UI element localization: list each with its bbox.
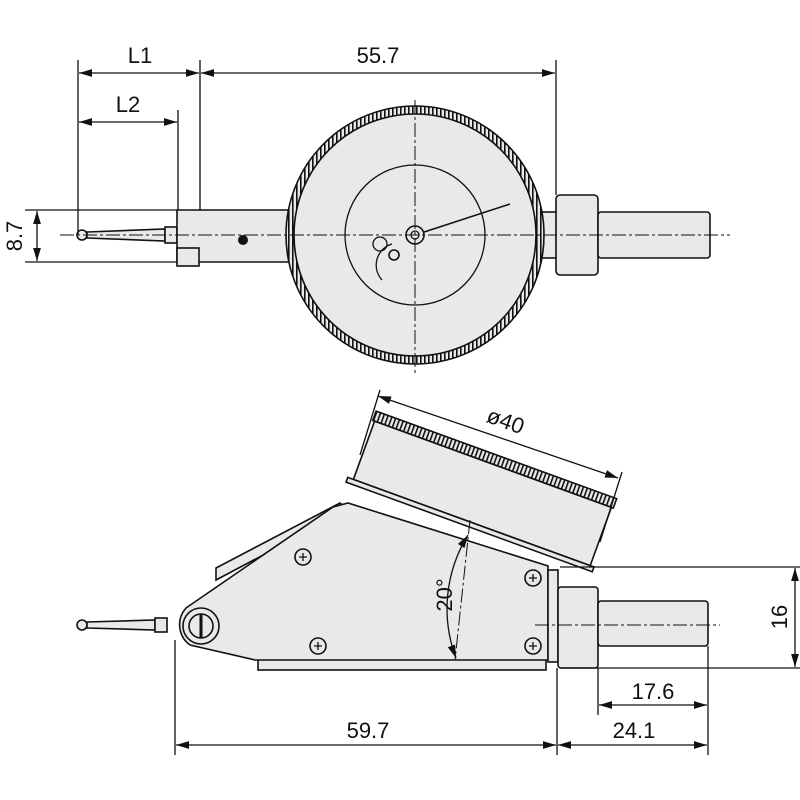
screw-icon: [238, 235, 248, 245]
top-view: L1 55.7 L2 8.7: [2, 43, 730, 375]
side-view: 20° ø40 16 17.6 59.7 24.1: [76, 389, 800, 755]
screws: [294, 548, 542, 655]
dim-59-7: 59.7: [347, 718, 390, 743]
dim-16: 16: [767, 605, 792, 629]
dim-20-deg: 20°: [432, 578, 457, 611]
dim-24-1: 24.1: [613, 718, 656, 743]
dim-l2: L2: [116, 92, 140, 117]
stem-side: [547, 569, 709, 669]
dim-55-7: 55.7: [357, 43, 400, 68]
needle: [414, 203, 511, 236]
dim-8-7: 8.7: [2, 221, 27, 252]
dim-l1: L1: [128, 43, 152, 68]
dim-17-6: 17.6: [632, 679, 675, 704]
stylus-side: [76, 617, 168, 633]
